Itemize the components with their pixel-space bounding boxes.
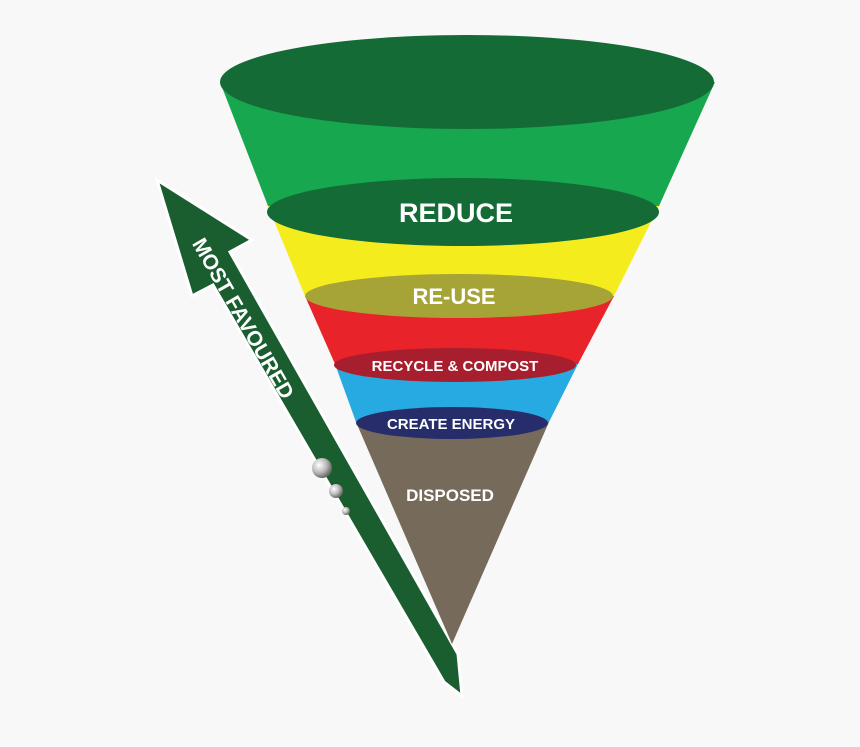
cap-reduce (267, 178, 659, 246)
bubble-large (312, 458, 332, 478)
arrow-shape (154, 176, 464, 700)
arrow-bubbles (312, 458, 350, 515)
cap-reuse (305, 274, 613, 318)
funnel: REDUCE RE-USE RECYCLE & COMPOST CREATE E… (220, 35, 715, 644)
label-energy: CREATE ENERGY (387, 416, 515, 433)
funnel-band-disposed (356, 422, 549, 644)
label-reuse: RE-USE (412, 284, 495, 309)
label-reduce: REDUCE (399, 198, 513, 228)
cap-recycle (334, 348, 576, 382)
cap-energy (356, 407, 548, 439)
bubble-small (342, 507, 350, 515)
label-recycle: RECYCLE & COMPOST (372, 358, 539, 375)
label-disposed: DISPOSED (406, 486, 494, 505)
arrow-label: MOST FAVOURED (187, 234, 298, 403)
bubble-medium (329, 484, 343, 498)
funnel-rim (220, 35, 714, 129)
